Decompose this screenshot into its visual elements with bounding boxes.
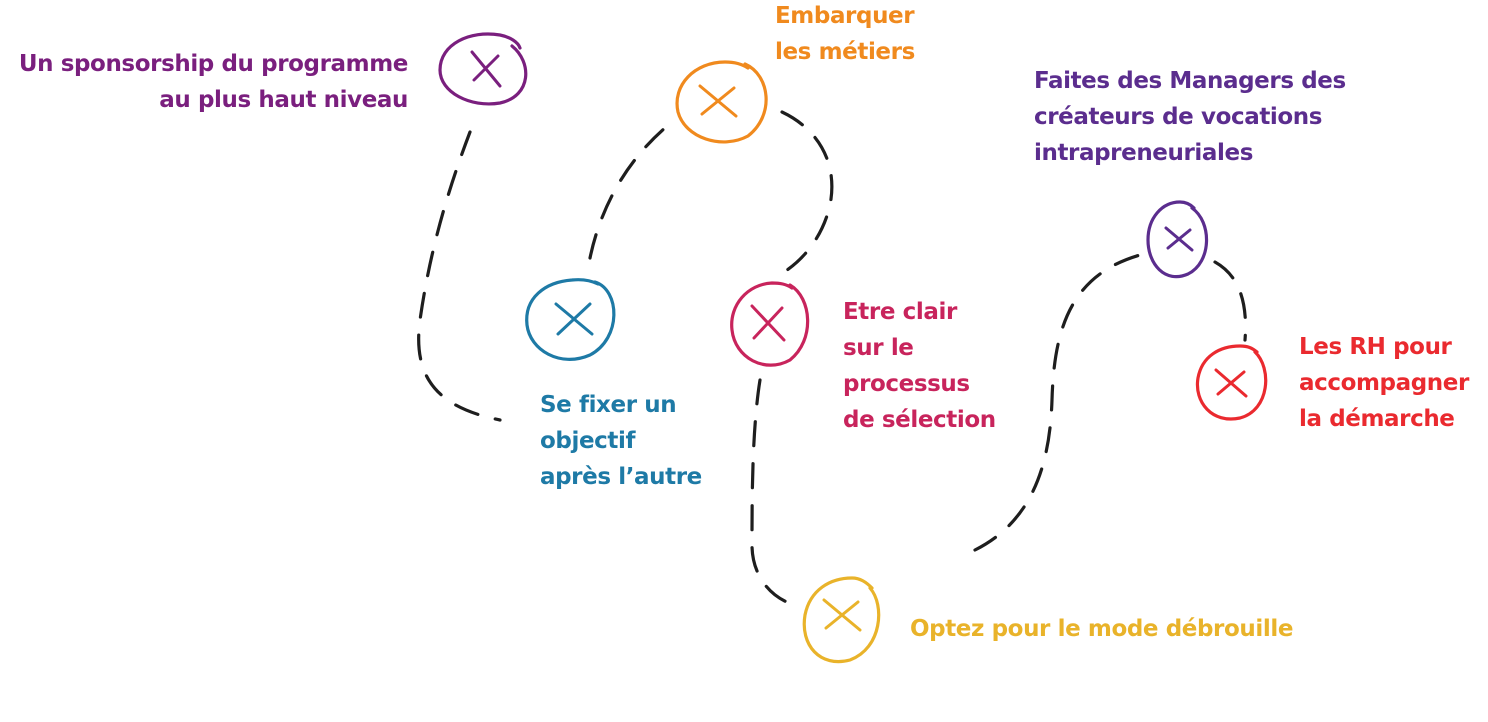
node-metiers-marker — [675, 60, 768, 144]
label-sponsorship: Un sponsorship du programme au plus haut… — [8, 46, 409, 118]
node-debrouille-marker — [802, 576, 881, 664]
label-objectif: Se fixer un objectif après l’autre — [540, 387, 702, 495]
path-managers-to-rh — [1213, 260, 1248, 342]
label-sponsorship-line-2: au plus haut niveau — [159, 87, 408, 113]
label-rh-line-2: accompagner — [1299, 370, 1469, 396]
path-debrouille-to-managers — [973, 253, 1142, 552]
label-rh-line-1: Les RH pour — [1299, 334, 1452, 360]
node-debrouille-ring — [802, 576, 881, 664]
label-selection-line-3: processus — [843, 371, 970, 397]
path-selection-to-debrouille — [750, 378, 797, 607]
label-selection-line-2: sur le — [843, 335, 914, 361]
node-sponsorship-marker — [438, 32, 528, 106]
node-managers-x-icon — [1164, 226, 1194, 252]
node-managers-ring — [1146, 200, 1209, 279]
label-metiers-line-1: Embarquer — [775, 3, 915, 29]
node-sponsorship-x-icon — [470, 50, 502, 88]
label-objectif-line-1: Se fixer un — [540, 392, 677, 418]
path-sponsorship-to-objectif — [417, 130, 502, 422]
label-objectif-line-3: après l’autre — [540, 464, 702, 490]
label-managers-line-1: Faites des Managers des — [1034, 68, 1346, 94]
node-rh-x-icon — [1214, 368, 1248, 398]
label-selection-line-1: Etre clair — [843, 299, 957, 325]
node-selection-ring — [730, 281, 810, 367]
label-managers-line-3: intrapreneuriales — [1034, 140, 1253, 166]
node-selection-marker — [730, 281, 810, 367]
path-objectif-to-metiers — [588, 120, 674, 260]
label-debrouille-line-1: Optez pour le mode débrouille — [910, 616, 1294, 642]
node-selection-x-icon — [750, 304, 786, 342]
label-rh: Les RH pour accompagner la démarche — [1299, 329, 1469, 437]
label-selection-line-4: de sélection — [843, 407, 996, 433]
label-managers-line-2: créateurs de vocations — [1034, 104, 1323, 130]
node-objectif-x-icon — [554, 302, 594, 336]
label-selection: Etre clair sur le processus de sélection — [843, 294, 996, 438]
label-rh-line-3: la démarche — [1299, 406, 1455, 432]
node-objectif-marker — [525, 278, 616, 361]
node-objectif-ring — [525, 278, 616, 361]
label-metiers-line-2: les métiers — [775, 39, 915, 65]
node-sponsorship-ring — [438, 32, 528, 106]
path-metiers-to-selection — [780, 110, 834, 274]
node-metiers-ring — [675, 60, 768, 144]
node-rh-marker — [1195, 344, 1268, 421]
label-managers: Faites des Managers des créateurs de voc… — [1034, 63, 1346, 171]
node-debrouille-x-icon — [822, 598, 862, 632]
node-managers-marker — [1146, 200, 1209, 279]
label-objectif-line-2: objectif — [540, 428, 636, 454]
label-metiers: Embarquer les métiers — [775, 0, 915, 70]
node-rh-ring — [1195, 344, 1268, 421]
label-debrouille: Optez pour le mode débrouille — [910, 611, 1293, 647]
label-sponsorship-line-1: Un sponsorship du programme — [18, 51, 409, 77]
node-metiers-x-icon — [698, 84, 738, 118]
